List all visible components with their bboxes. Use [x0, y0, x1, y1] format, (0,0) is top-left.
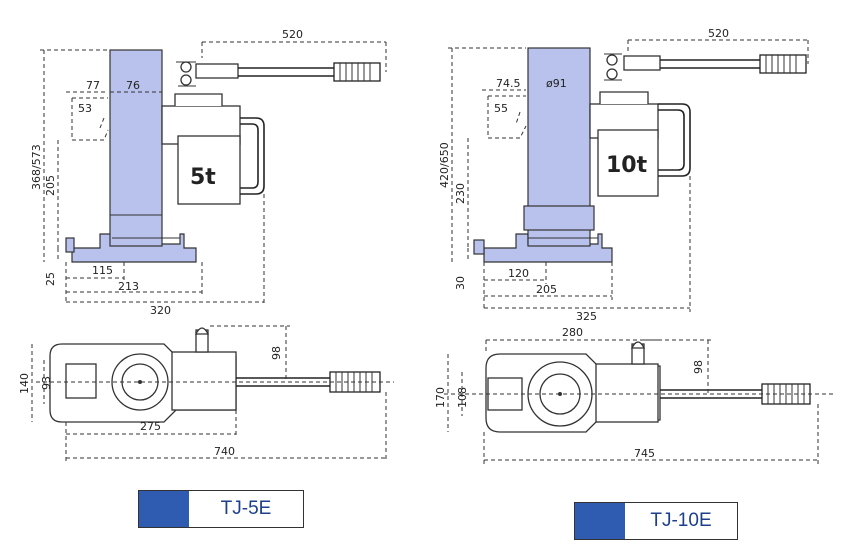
dim-10t-120: 120 [508, 267, 529, 280]
jack-5t-side-view: 5t [65, 49, 381, 263]
jack-10t-plan-dimensions: 280 170 108 98 745 [434, 326, 819, 464]
dim-10t-column-dia: ø91 [546, 77, 567, 90]
dim-5t-handle: 520 [282, 28, 303, 41]
dim-5t-toe-width: 77 [86, 79, 100, 92]
dim-10t-plan-170: 170 [434, 387, 447, 408]
dim-10t-plan-98: 98 [692, 360, 705, 374]
jack-5t-plan-view [36, 327, 394, 423]
model-name-10t: TJ-10E [650, 510, 712, 531]
dim-5t-toe-lift: 205 [44, 175, 57, 196]
capacity-label-10t: 10t [606, 153, 648, 178]
dim-10t-toe-height: 55 [494, 102, 508, 115]
model-label-10t: TJ-10E [574, 502, 738, 540]
dim-5t-plan-93: 93 [40, 376, 53, 390]
dim-5t-plan-740: 740 [214, 445, 235, 458]
dim-10t-plan-108: 108 [456, 387, 469, 408]
dim-10t-toe-lift: 230 [454, 183, 467, 204]
dim-10t-325: 325 [576, 310, 597, 323]
dim-5t-320: 320 [150, 304, 171, 317]
capacity-label-5t: 5t [190, 165, 216, 190]
model-swatch-10t [575, 503, 625, 539]
jack-5t-side-dimensions: 520 77 76 53 368/573 205 25 115 213 320 [30, 28, 387, 317]
dim-10t-toe-width: 74.5 [496, 77, 521, 90]
dim-10t-handle: 520 [708, 27, 729, 40]
dim-5t-height: 368/573 [30, 144, 43, 190]
dim-10t-plan-745: 745 [634, 447, 655, 460]
dim-5t-plan-98: 98 [270, 346, 283, 360]
jack-10t-side-view: 10t [473, 47, 807, 263]
dim-10t-base-height: 30 [454, 276, 467, 290]
dim-5t-plan-275: 275 [140, 420, 161, 433]
jack-10t-side-dimensions: 520 74.5 ø91 55 420/650 230 30 120 205 3… [438, 27, 809, 323]
dim-10t-205: 205 [536, 283, 557, 296]
dim-5t-column-width: 76 [126, 79, 140, 92]
dim-5t-base-height: 25 [44, 272, 57, 286]
dim-5t-115: 115 [92, 264, 113, 277]
model-swatch-5t [139, 491, 189, 527]
jack-10t-plan-view [444, 341, 836, 433]
dim-10t-height: 420/650 [438, 142, 451, 188]
model-name-5t: TJ-5E [220, 498, 272, 519]
dim-10t-plan-280: 280 [562, 326, 583, 339]
jack-5t-plan-dimensions: 140 93 98 275 740 [18, 325, 387, 462]
dim-5t-toe-height: 53 [78, 102, 92, 115]
model-label-5t: TJ-5E [138, 490, 304, 528]
dim-5t-plan-140: 140 [18, 373, 31, 394]
dim-5t-213: 213 [118, 280, 139, 293]
